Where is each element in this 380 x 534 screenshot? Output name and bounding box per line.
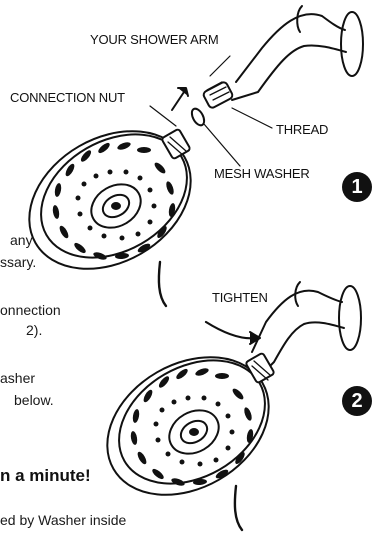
shower-arm-top (202, 6, 363, 109)
instruction-fragment-6: below. (14, 392, 54, 408)
mesh-washer-label: MESH WASHER (214, 166, 310, 181)
shower-head-1 (5, 103, 216, 306)
shower-head-2 (83, 329, 294, 530)
instruction-fragment-2: ssary. (0, 254, 36, 270)
footer-fragment: ed by Washer inside (0, 512, 126, 528)
step-1-badge: 1 (342, 172, 372, 202)
tighten-label: TIGHTEN (212, 290, 268, 305)
shower-arm-label: YOUR SHOWER ARM (90, 32, 218, 47)
tighten-arrow (206, 322, 256, 338)
shower-arm-bottom (252, 282, 361, 374)
instruction-fragment-5: asher (0, 370, 35, 386)
instruction-fragment-3: onnection (0, 302, 61, 318)
thread-label: THREAD (276, 122, 328, 137)
instruction-fragment-1: any (10, 232, 33, 248)
step-2-badge: 2 (342, 386, 372, 416)
section-heading-fragment: n a minute! (0, 466, 91, 486)
connection-nut-label: CONNECTION NUT (10, 90, 125, 105)
instruction-fragment-4: 2). (26, 322, 42, 338)
